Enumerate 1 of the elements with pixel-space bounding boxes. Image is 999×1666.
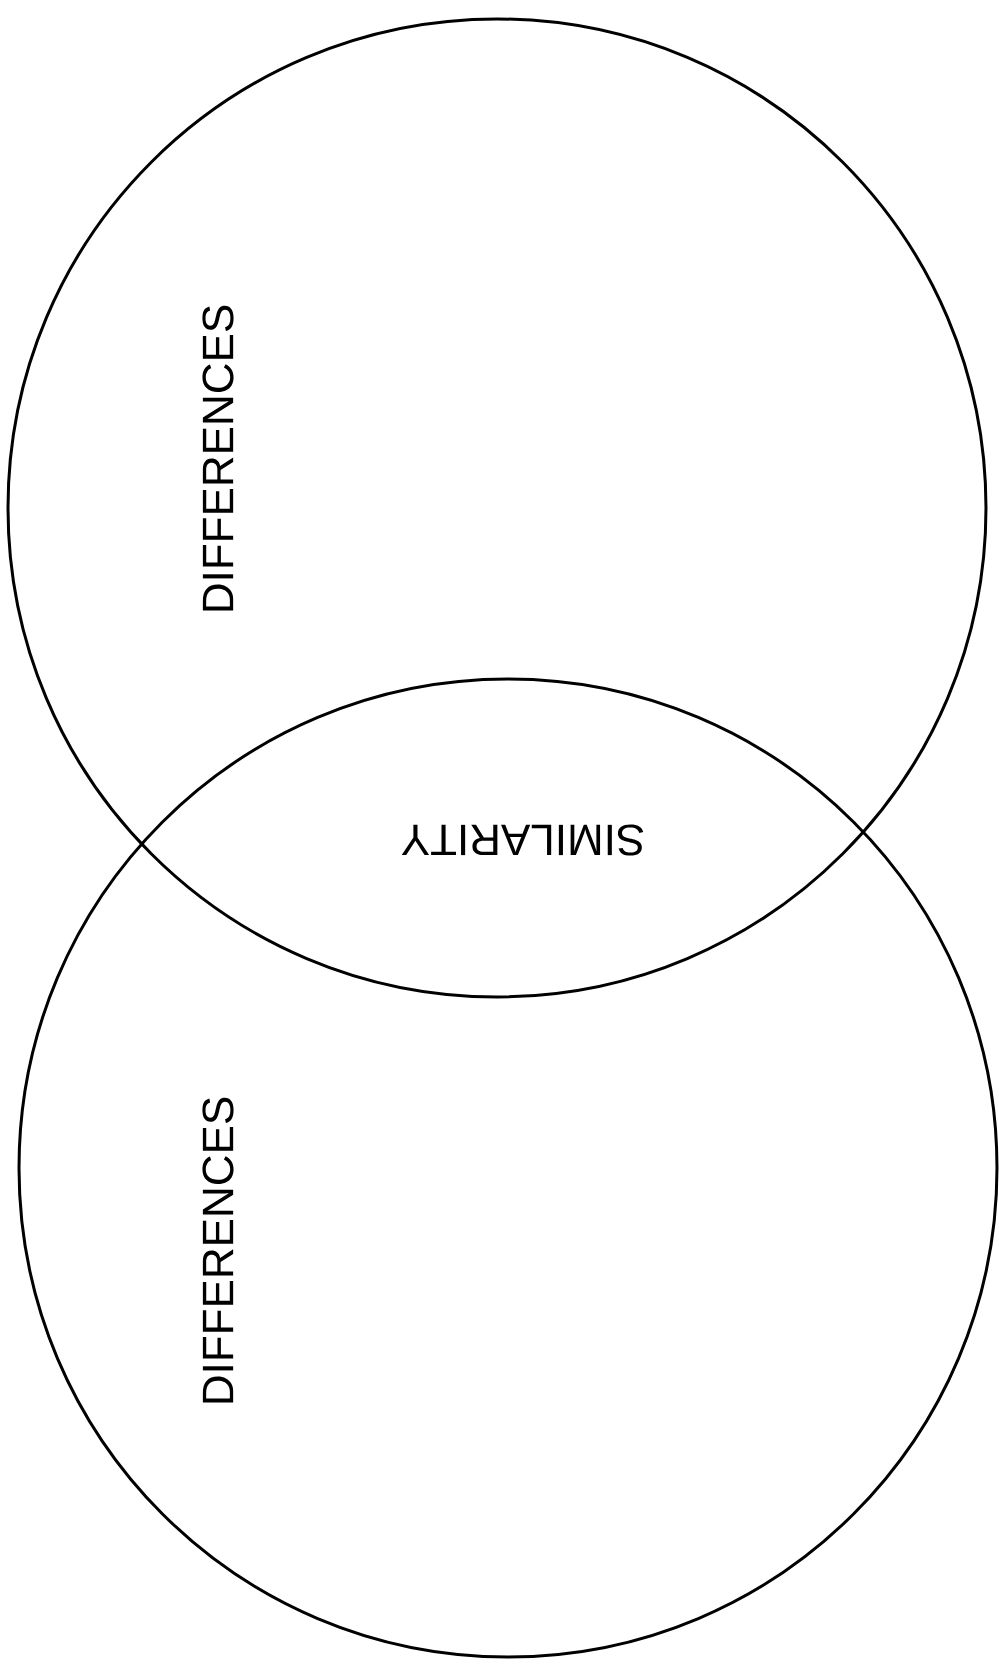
region-label: SIMILARITY xyxy=(401,824,644,856)
